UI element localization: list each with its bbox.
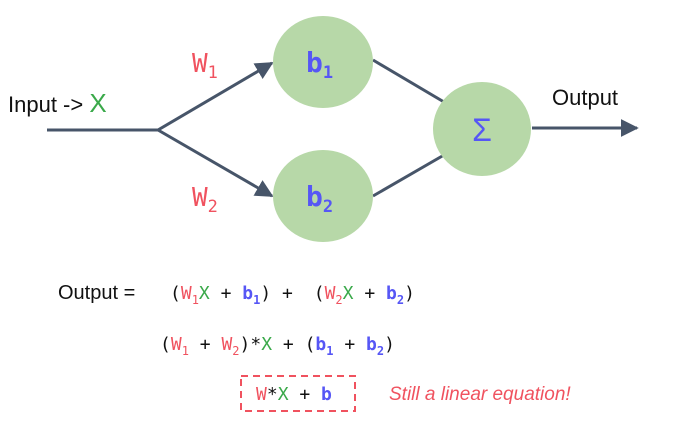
node-b1 xyxy=(273,16,373,108)
equation-line-1: Output =(W1X + b1) + (W2X + b2) xyxy=(58,282,415,307)
node-sum xyxy=(433,82,531,176)
bias-b2: b2 xyxy=(306,180,333,217)
bias-b1: b1 xyxy=(306,46,333,83)
sum-symbol: Σ xyxy=(472,112,492,148)
weight-w2: W2 xyxy=(192,183,218,217)
input-label: Input -> X xyxy=(8,88,107,118)
weight-w1: W1 xyxy=(192,49,218,83)
edge-b1-sum xyxy=(372,58,445,104)
equation-line-3: W*X + b xyxy=(256,384,332,405)
output-label: Output xyxy=(552,85,618,110)
linear-note: Still a linear equation! xyxy=(389,384,571,405)
edge-w1 xyxy=(157,61,274,132)
equation-line-2: (W1 + W2)*X + (b1 + b2) xyxy=(160,334,395,358)
highlight-box xyxy=(240,375,356,412)
edge-b2-sum xyxy=(372,153,445,198)
edge-w2 xyxy=(157,128,274,198)
node-b2 xyxy=(273,150,373,242)
